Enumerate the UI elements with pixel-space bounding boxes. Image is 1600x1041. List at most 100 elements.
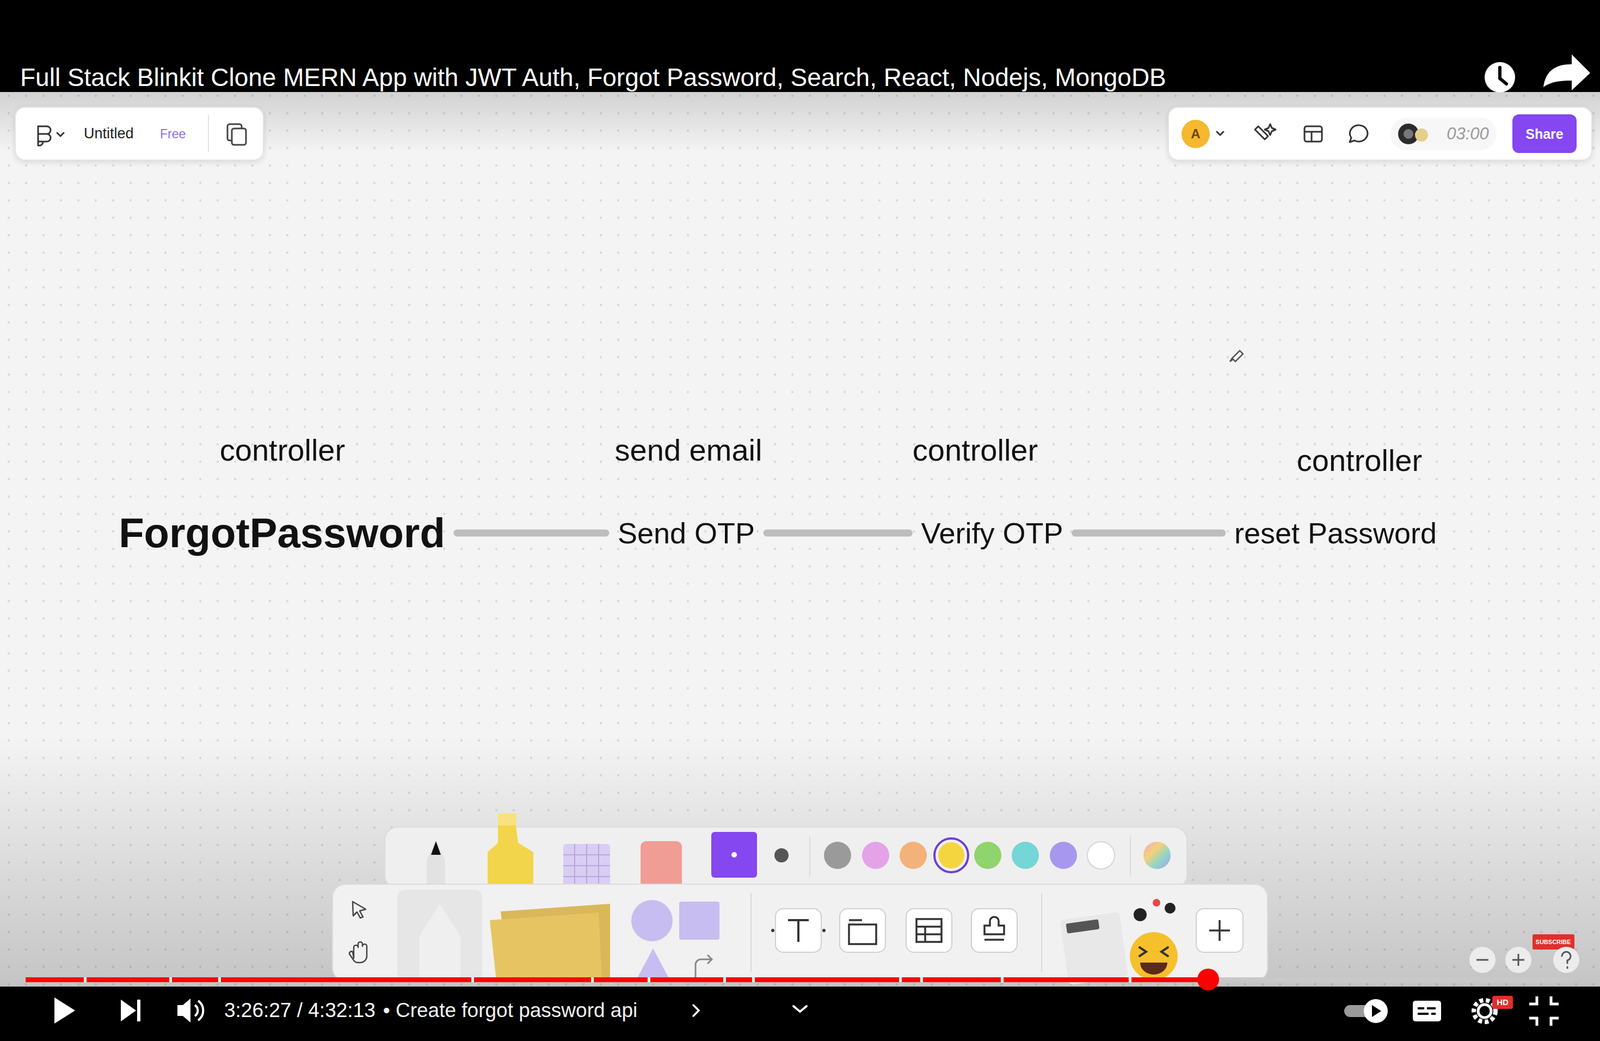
zoom-in-glyph [1512, 953, 1525, 966]
timer-value: 03:00 [1446, 124, 1489, 144]
circle-shape [631, 899, 673, 941]
chapter-gap [83, 976, 87, 982]
next-icon [120, 999, 137, 1021]
bottom-shade [0, 734, 1600, 991]
zoom-out-glyph [1476, 958, 1489, 961]
colour-pink [862, 841, 890, 869]
eraser-tool [640, 840, 682, 888]
text-tool-handle [822, 928, 826, 932]
stroke-size-dot [774, 847, 789, 863]
marker-tool [487, 813, 534, 888]
chapter-gap [647, 976, 651, 982]
time-display: 3:26:27 / 4:32:13 [224, 998, 376, 1023]
section-tool-glyph [848, 919, 877, 944]
chapter-gap [752, 976, 755, 982]
progress-played [25, 976, 1209, 982]
chapter-gap [723, 976, 726, 982]
toolbar-divider [1041, 892, 1043, 972]
process-node: controller reset Password [1234, 442, 1437, 550]
share-arrow-icon [1543, 54, 1591, 91]
node-label: Verify OTP [920, 515, 1063, 550]
progress-track [25, 976, 1575, 982]
layout-icon [1304, 126, 1322, 142]
clock-face [1484, 62, 1516, 93]
emoji-sticker [1129, 931, 1178, 980]
toolbar-divider [1129, 835, 1131, 877]
select-cursor-icon [352, 901, 366, 918]
node-label: reset Password [1234, 515, 1437, 550]
selected-colour-swatch [711, 831, 758, 878]
play-icon [54, 997, 76, 1024]
watch-later-icon [1484, 62, 1516, 93]
pen-tool [426, 840, 446, 888]
process-node: controllerForgotPassword [118, 432, 446, 557]
collab-panel [1168, 107, 1592, 160]
exit-fullscreen-icon [1529, 995, 1559, 1026]
text-tool-glyph [788, 919, 809, 942]
colour-orange [899, 841, 927, 869]
text-tool-handle [771, 928, 775, 932]
share-button [1512, 114, 1577, 153]
avatar-chevron [1216, 131, 1224, 135]
clock-hands [1499, 67, 1507, 84]
node-heading: controller [1296, 442, 1423, 478]
tool-toolbar [332, 883, 1268, 981]
menu-chevron [57, 132, 64, 137]
figjam-logo [38, 126, 51, 146]
sticker-dot [1164, 902, 1176, 914]
timer-badge [1414, 128, 1429, 142]
volume-waves [194, 1000, 203, 1020]
ai-sparkle-icon [1254, 124, 1276, 140]
settings-gear-hub [1478, 1004, 1492, 1018]
toolbar-divider [809, 835, 811, 877]
chapter-gap [1000, 976, 1004, 982]
colour-teal [1011, 841, 1039, 869]
chapter-gap [218, 976, 221, 982]
colour-picker [1143, 841, 1171, 869]
chapter-title: • Create forgot password api [383, 998, 638, 1023]
chapter-gap [591, 976, 594, 982]
process-node: send emailSend OTP [612, 432, 761, 550]
toolbar-divider [750, 892, 752, 972]
stamp-tool-glyph [984, 916, 1005, 940]
stamp-tool-box [971, 908, 1018, 952]
chapter-gaps [83, 976, 1132, 982]
copy-icon-front [231, 128, 246, 145]
colour-green [974, 841, 1002, 869]
panel-divider [207, 114, 209, 153]
video-title: Full Stack Blinkit Clone MERN App with J… [20, 63, 1167, 92]
node-label: ForgotPassword [118, 508, 446, 557]
avatar [1181, 119, 1210, 149]
triangle-shape [635, 948, 671, 981]
process-node: controllerVerify OTP [920, 432, 1063, 550]
chapter-gap [920, 976, 923, 982]
colour-yellow [938, 841, 965, 869]
plan-badge: Free [160, 126, 186, 141]
file-panel [15, 107, 264, 160]
sticker-dot [1133, 907, 1147, 921]
drawing-tools-well [397, 889, 483, 981]
chapter-gap [471, 976, 475, 982]
connector-line [766, 528, 909, 537]
autoplay-knob [1363, 998, 1388, 1023]
connector-line [1075, 528, 1223, 537]
swatch-dot [731, 851, 737, 858]
autoplay-play [1371, 1004, 1382, 1017]
dot-grid [0, 91, 1600, 990]
marker-cap [497, 813, 517, 826]
node-heading: send email [614, 432, 763, 468]
connector-shape [695, 954, 712, 981]
sticky-note [489, 912, 602, 981]
grid-pad-tool [563, 843, 611, 888]
hand-icon [349, 941, 367, 963]
node-heading: controller [219, 432, 346, 468]
plus-tool-box [1196, 908, 1243, 952]
grid-pad-lines [563, 843, 611, 888]
next-icon-bar [137, 999, 141, 1021]
hd-label: HD [1496, 997, 1509, 1007]
timer-pill [1390, 117, 1497, 151]
file-name: Untitled [83, 125, 134, 143]
colour-grey [823, 841, 852, 869]
pen-tip [431, 840, 441, 855]
pen-cursor [1229, 350, 1243, 362]
